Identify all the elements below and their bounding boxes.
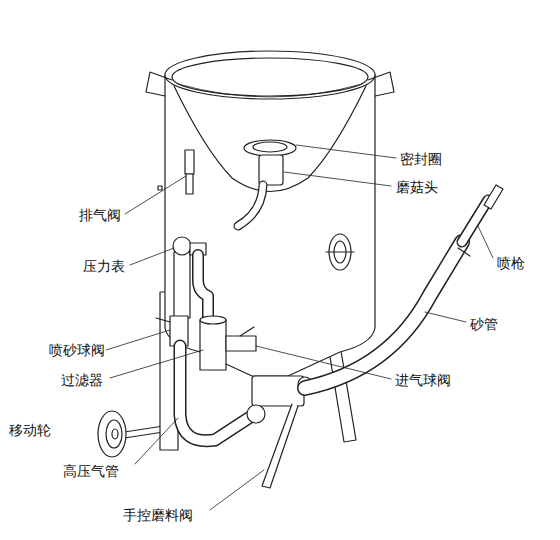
part-label: 喷枪 — [496, 254, 526, 272]
part-label: 移动轮 — [8, 421, 52, 439]
part-label: 密封圈 — [399, 150, 443, 168]
leader-lines — [106, 145, 493, 510]
part-label: 磨菇头 — [395, 178, 439, 196]
part-label: 排气阀 — [78, 206, 122, 224]
leg — [328, 345, 356, 442]
part-label: 高压气管 — [62, 462, 120, 480]
gauge-piping — [156, 237, 258, 441]
part-label: 进气球阀 — [394, 371, 452, 389]
mushroom-head — [238, 140, 296, 226]
wheel — [98, 411, 126, 457]
part-label: 砂管 — [469, 315, 499, 333]
part-label: 过滤器 — [60, 371, 104, 389]
manhole — [326, 234, 354, 270]
part-label: 手控磨料阀 — [122, 506, 194, 524]
sand-hose — [305, 185, 503, 388]
tank — [146, 51, 394, 376]
part-label: 喷砂球阀 — [48, 341, 106, 359]
part-label: 压力表 — [82, 257, 126, 275]
exhaust-valve — [158, 150, 194, 194]
